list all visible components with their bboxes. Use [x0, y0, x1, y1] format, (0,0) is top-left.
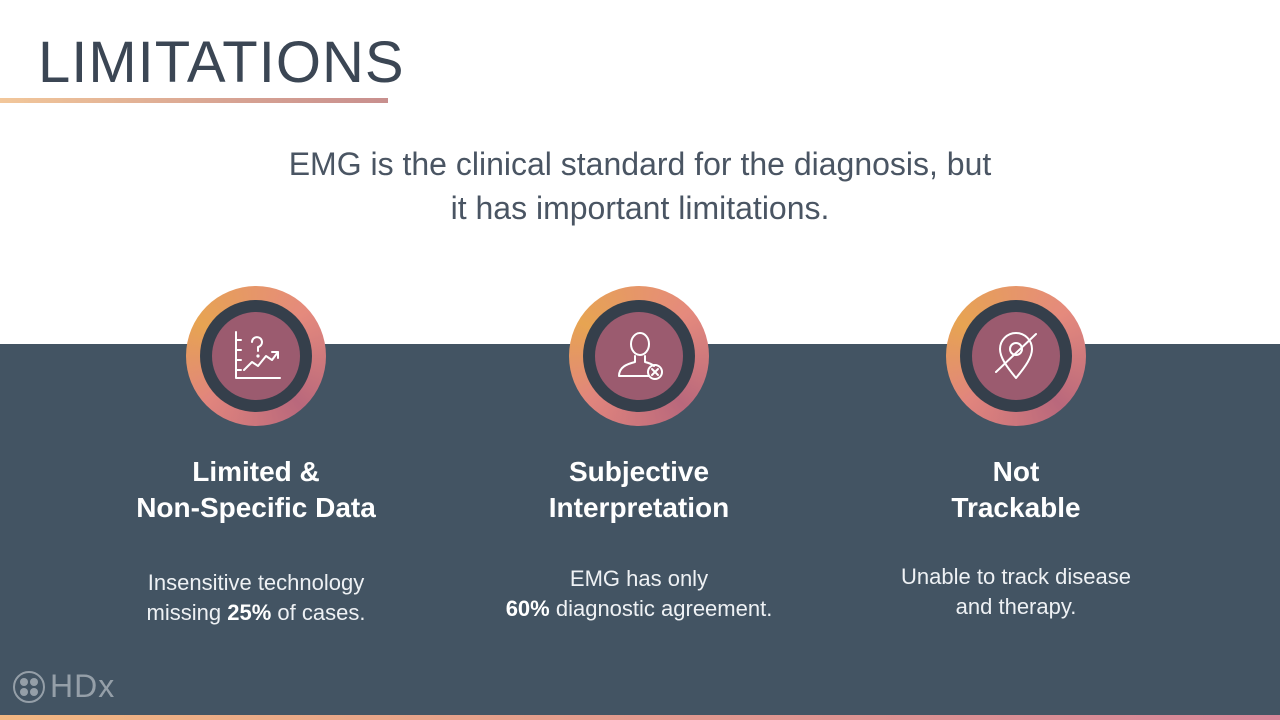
card-desc-line-2: and therapy. [955, 594, 1077, 619]
card-desc-line-1: EMG has only [569, 566, 709, 591]
card-badge [186, 286, 326, 426]
limitation-card-tracking: Not Trackable Unable to track disease an… [826, 286, 1206, 622]
card-heading: Subjective Interpretation [449, 454, 829, 526]
card-description: Insensitive technology missing 25% of ca… [66, 568, 446, 628]
card-description: Unable to track disease and therapy. [826, 562, 1206, 622]
card-desc-prefix: missing [146, 600, 228, 625]
subtitle-line-1: EMG is the clinical standard for the dia… [288, 146, 992, 182]
card-heading-line-1: Limited & [192, 456, 320, 487]
card-heading: Not Trackable [826, 454, 1206, 526]
title-underline [0, 98, 388, 103]
chart-question-icon [212, 312, 300, 400]
card-badge [569, 286, 709, 426]
location-off-icon [972, 312, 1060, 400]
card-heading-line-1: Not [992, 456, 1040, 487]
subtitle-line-2: it has important limitations. [450, 190, 830, 226]
card-desc-stat: 25% [227, 600, 272, 625]
card-desc-line-2: 60% diagnostic agreement. [449, 594, 829, 624]
card-description: EMG has only 60% diagnostic agreement. [449, 564, 829, 624]
card-heading: Limited & Non-Specific Data [66, 454, 446, 526]
limitation-card-interpretation: Subjective Interpretation EMG has only 6… [449, 286, 829, 624]
limitation-card-data: Limited & Non-Specific Data Insensitive … [66, 286, 446, 628]
card-heading-line-2: Trackable [951, 492, 1081, 523]
slide-title: LIMITATIONS [38, 30, 405, 95]
user-x-icon [595, 312, 683, 400]
slide-subtitle: EMG is the clinical standard for the dia… [240, 142, 1040, 230]
hdx-logo: HDx [12, 668, 115, 705]
card-desc-line-1: Insensitive technology [147, 570, 365, 595]
bottom-accent-strip [0, 715, 1280, 720]
card-desc-stat: 60% [505, 596, 550, 621]
card-heading-line-2: Non-Specific Data [136, 492, 376, 523]
card-desc-suffix: of cases. [271, 600, 366, 625]
card-heading-line-1: Subjective [568, 456, 710, 487]
card-heading-line-2: Interpretation [548, 492, 730, 523]
card-badge [946, 286, 1086, 426]
card-desc-suffix: diagnostic agreement. [549, 596, 773, 621]
hdx-logo-mark-icon [13, 670, 45, 703]
card-desc-line-2: missing 25% of cases. [66, 598, 446, 628]
logo-text: HDx [50, 668, 116, 704]
card-desc-line-1: Unable to track disease [901, 564, 1131, 589]
